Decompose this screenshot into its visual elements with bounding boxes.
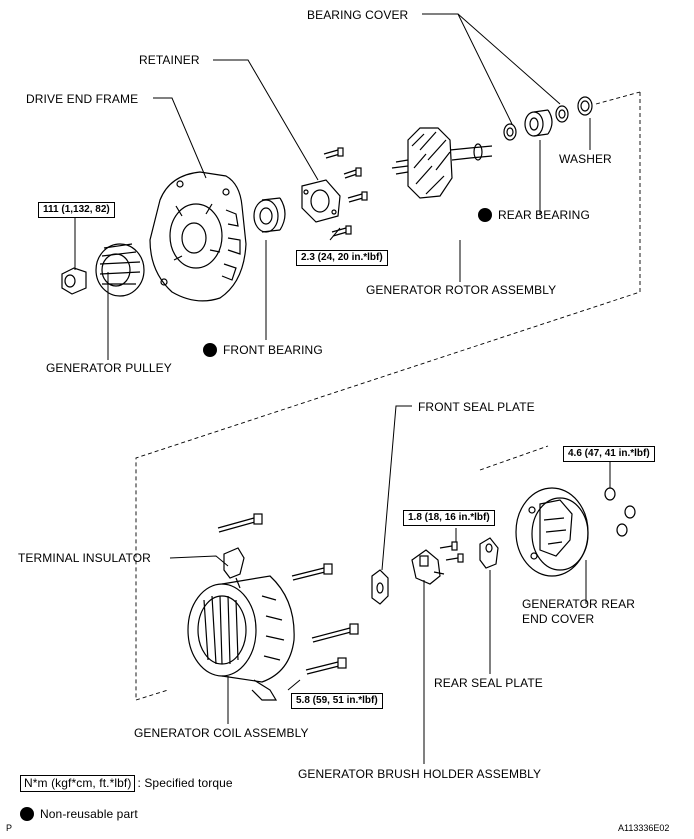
label-rear-bearing: REAR BEARING [478,208,590,222]
figure-id: A113336E02 [618,823,670,833]
label-front-seal-plate: FRONT SEAL PLATE [418,400,535,414]
label-washer: WASHER [559,152,612,166]
torque-retainer-screw: 2.3 (24, 20 in.*lbf) [296,250,388,266]
rear-bearing-drawing [524,109,553,137]
label-generator-brush-holder-assembly: GENERATOR BRUSH HOLDER ASSEMBLY [298,767,542,781]
rear-cover-nuts-drawing [604,487,636,537]
front-bearing-text: FRONT BEARING [223,343,323,357]
washer-drawing [577,96,593,116]
generator-rear-end-cover-drawing [515,487,589,577]
label-retainer: RETAINER [139,53,200,67]
bearing-cover-rear-drawing [555,105,569,123]
bearing-cover-front-drawing [503,123,517,141]
label-drive-end-frame: DRIVE END FRAME [26,92,139,106]
rear-bearing-text: REAR BEARING [498,208,590,222]
generator-pulley-drawing [61,243,145,297]
generator-brush-holder-drawing [411,549,445,585]
retainer-screws-drawing [323,147,368,237]
assembly-boundary-dashed [135,91,641,701]
nonreusable-dot-icon [478,208,492,222]
brush-holder-screws-drawing [439,541,464,563]
footer-left-mark: P [6,823,13,833]
legend-specified-torque: N*m (kgf*cm, ft.*lbf): Specified torque [20,775,233,792]
leader-lines [74,13,611,764]
label-generator-rear-end-cover-line1: GENERATOR REAR [522,597,635,611]
label-generator-pulley: GENERATOR PULLEY [46,361,172,375]
legend-nonreusable-text: Non-reusable part [40,807,138,821]
retainer-drawing [301,179,341,223]
front-seal-plate-drawing [371,569,389,605]
label-terminal-insulator: TERMINAL INSULATOR [18,551,151,565]
torque-through-bolt: 5.8 (59, 51 in.*lbf) [291,693,383,709]
label-bearing-cover: BEARING COVER [307,8,409,22]
legend-nonreusable-part: Non-reusable part [20,807,138,821]
nonreusable-dot-icon [20,807,34,821]
torque-brush-holder-screw: 1.8 (18, 16 in.*lbf) [403,510,495,526]
terminal-insulator-drawing [223,547,245,589]
generator-rotor-assembly-drawing [391,127,493,199]
torque-rear-cover-nut: 4.6 (47, 41 in.*lbf) [563,446,655,462]
legend-torque-box: N*m (kgf*cm, ft.*lbf) [20,775,136,792]
nonreusable-dot-icon [203,343,217,357]
torque-pulley-nut: 111 (1,132, 82) [38,202,115,218]
label-generator-rotor-assembly: GENERATOR ROTOR ASSEMBLY [366,283,557,297]
through-bolts-drawing [217,513,359,675]
label-generator-rear-end-cover-line2: END COVER [522,612,595,626]
legend-torque-text: : Specified torque [137,776,233,790]
front-bearing-drawing [253,197,286,233]
label-rear-seal-plate: REAR SEAL PLATE [434,676,543,690]
drive-end-frame-drawing [149,171,247,302]
generator-coil-assembly-drawing [187,575,295,701]
rear-seal-plate-drawing [479,537,499,569]
label-front-bearing: FRONT BEARING [203,343,323,357]
label-generator-coil-assembly: GENERATOR COIL ASSEMBLY [134,726,309,740]
